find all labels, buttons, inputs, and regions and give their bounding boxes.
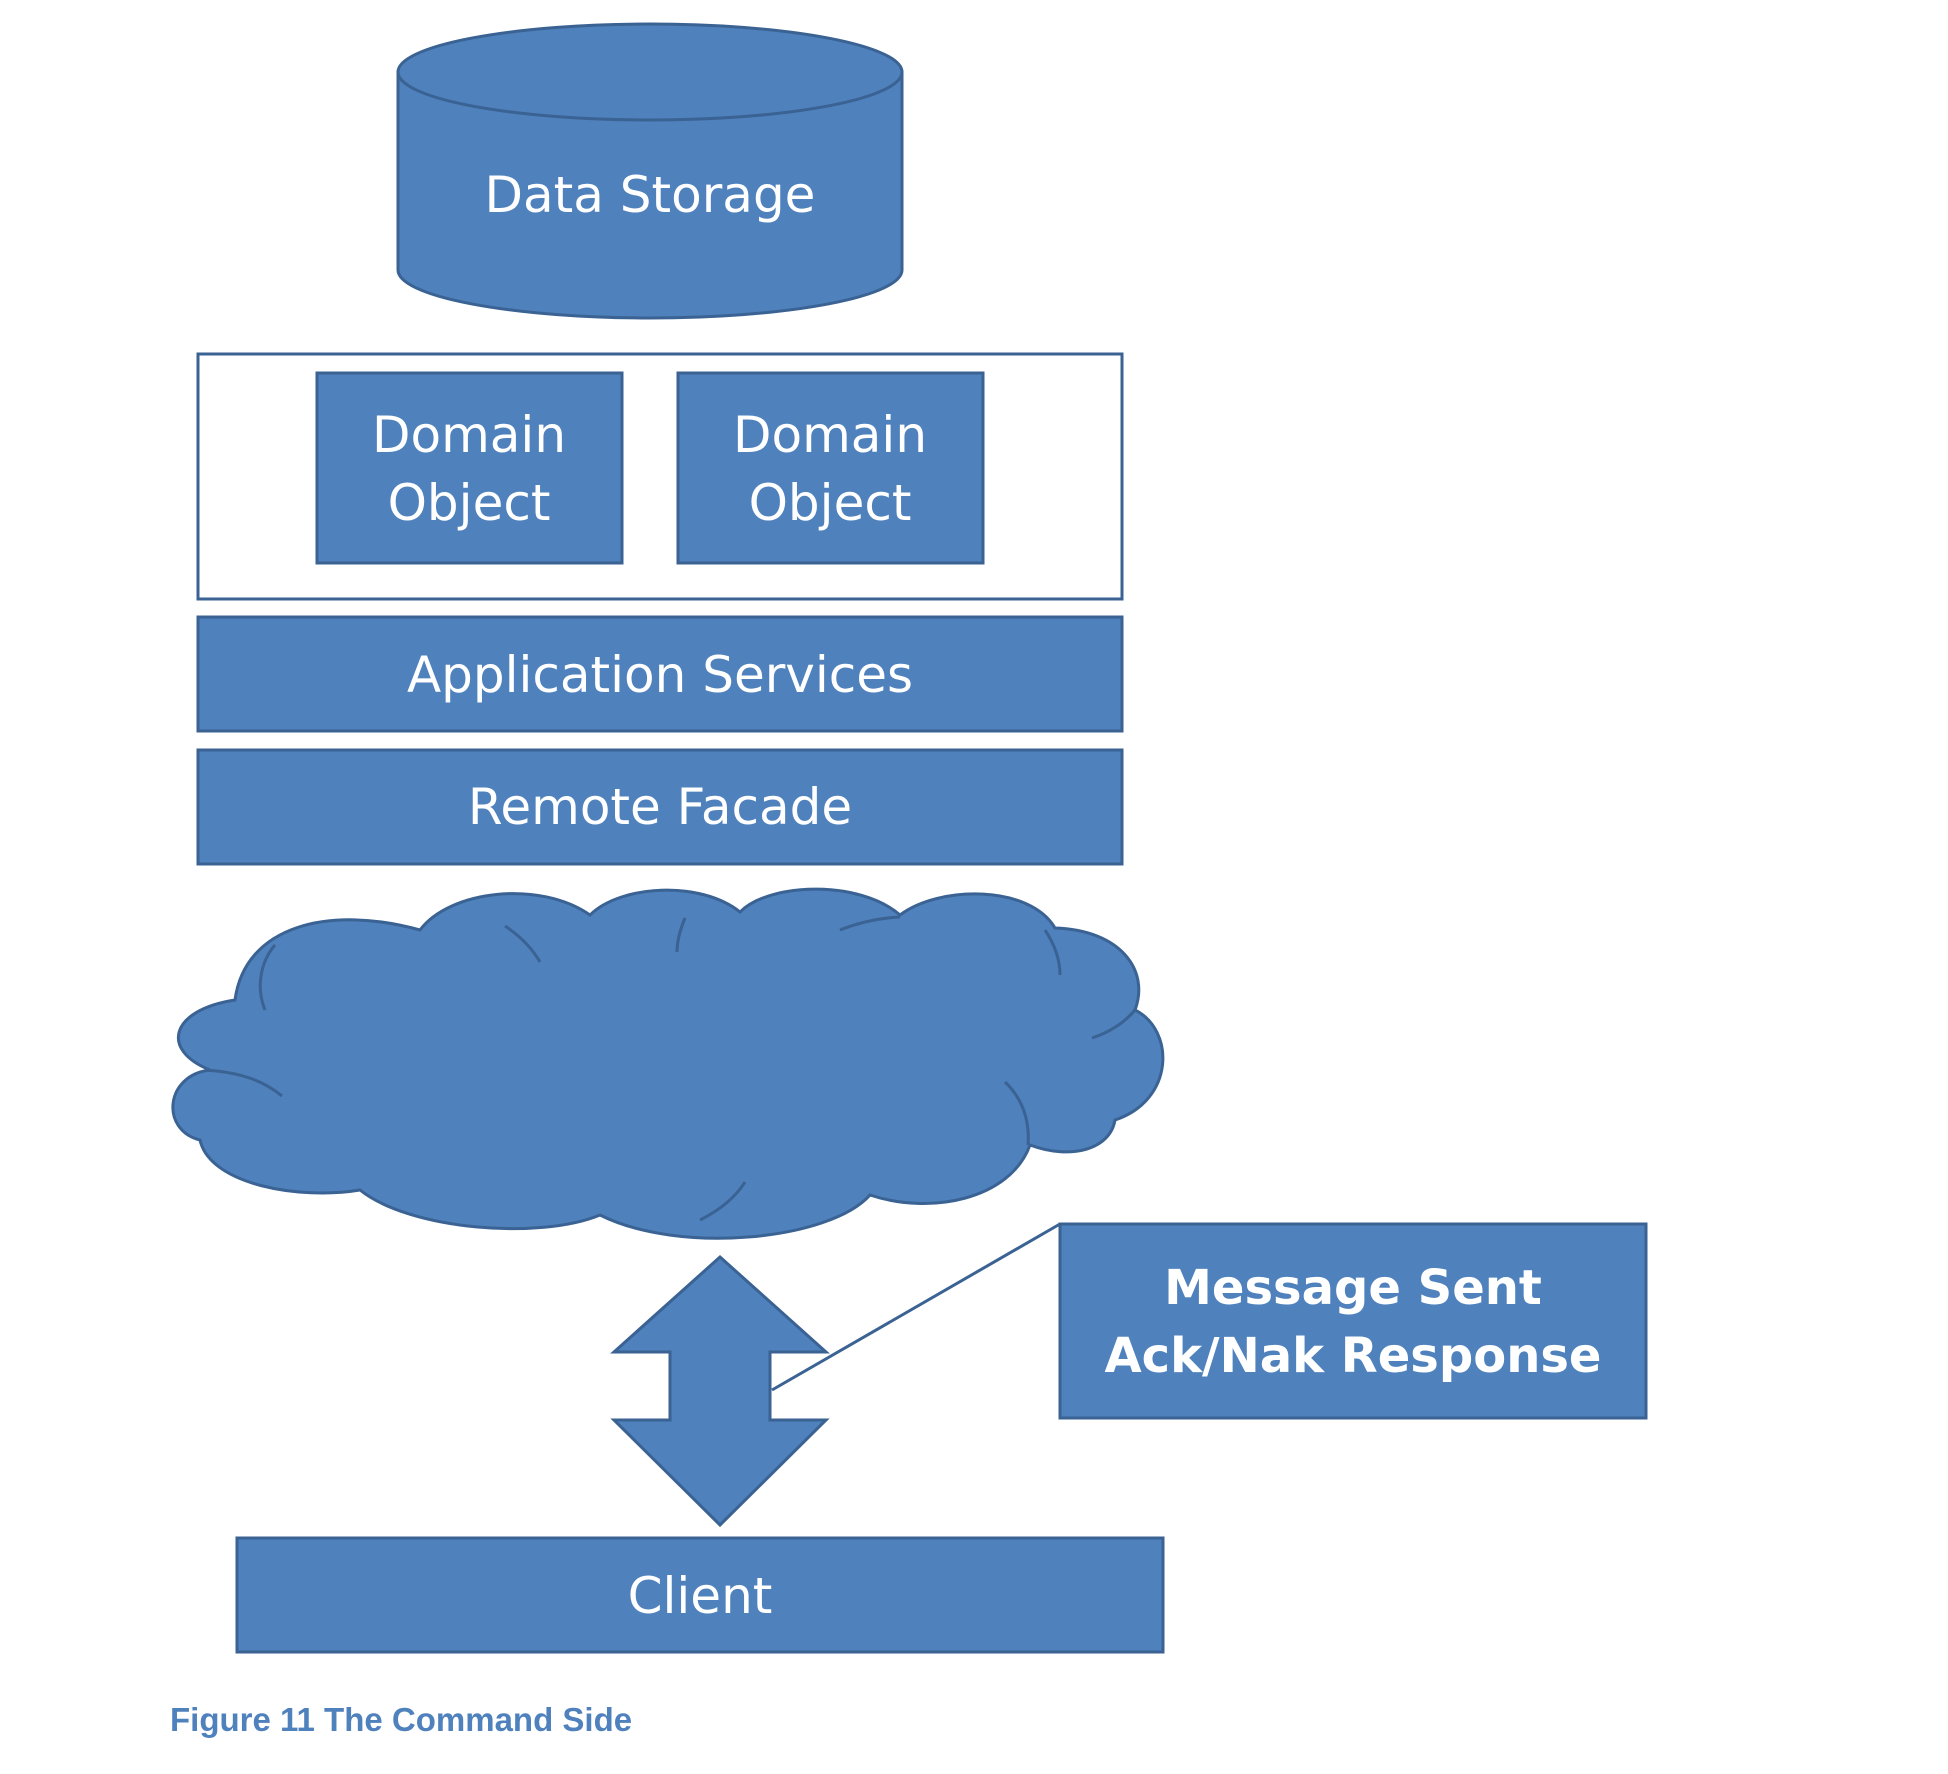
message-callout-label-line-1: Message Sent [1164, 1260, 1542, 1316]
domain-object-box-1 [315, 371, 624, 565]
cloud-inner-curve-2 [204, 1068, 283, 1098]
domain-object-box-2 [676, 371, 985, 565]
client-node: Client [235, 1536, 1165, 1654]
client-box [235, 1536, 1165, 1654]
message-callout-label-line-2: Ack/Nak Response [1105, 1328, 1602, 1384]
domain-object-2-label-line-1: Domain [733, 406, 927, 464]
cloud-shape [171, 887, 1165, 1240]
data-storage-label: Data Storage [485, 166, 816, 224]
message-callout-node: Message Sent Ack/Nak Response [1058, 1222, 1648, 1420]
domain-object-2-label-line-2: Object [749, 474, 912, 532]
data-storage-node: Data Storage [396, 22, 904, 320]
message-callout-box [1058, 1222, 1648, 1420]
remote-facade-node: Remote Facade [196, 748, 1124, 866]
callout-connector-line [771, 1222, 1061, 1392]
client-label: Client [628, 1567, 773, 1625]
cloud-inner-curve-5 [839, 915, 901, 932]
cloud-inner-curve-7 [1091, 1009, 1137, 1040]
bidirectional-arrow [610, 1254, 830, 1528]
domain-object-node-2: Domain Object [676, 371, 985, 565]
database-cylinder-body [396, 70, 904, 320]
cloud-inner-curve-6 [1043, 929, 1062, 976]
database-cylinder-top [396, 22, 904, 122]
cloud-inner-curve-3 [504, 924, 542, 963]
cloud-inner-curve-9 [699, 1181, 747, 1222]
application-services-box [196, 615, 1124, 733]
cloud-inner-curve-1 [258, 944, 277, 1011]
domain-object-node-1: Domain Object [315, 371, 624, 565]
cloud-inner-curve-8 [1003, 1080, 1030, 1146]
cloud-inner-curve-4 [675, 917, 687, 953]
application-services-node: Application Services [196, 615, 1124, 733]
domain-object-1-label-line-1: Domain [372, 406, 566, 464]
application-services-label: Application Services [407, 646, 913, 704]
remote-facade-box [196, 748, 1124, 866]
domain-object-1-label-line-2: Object [388, 474, 551, 532]
figure-caption: Figure 11 The Command Side [170, 1701, 633, 1738]
remote-facade-label: Remote Facade [468, 778, 852, 836]
network-cloud [171, 887, 1165, 1240]
